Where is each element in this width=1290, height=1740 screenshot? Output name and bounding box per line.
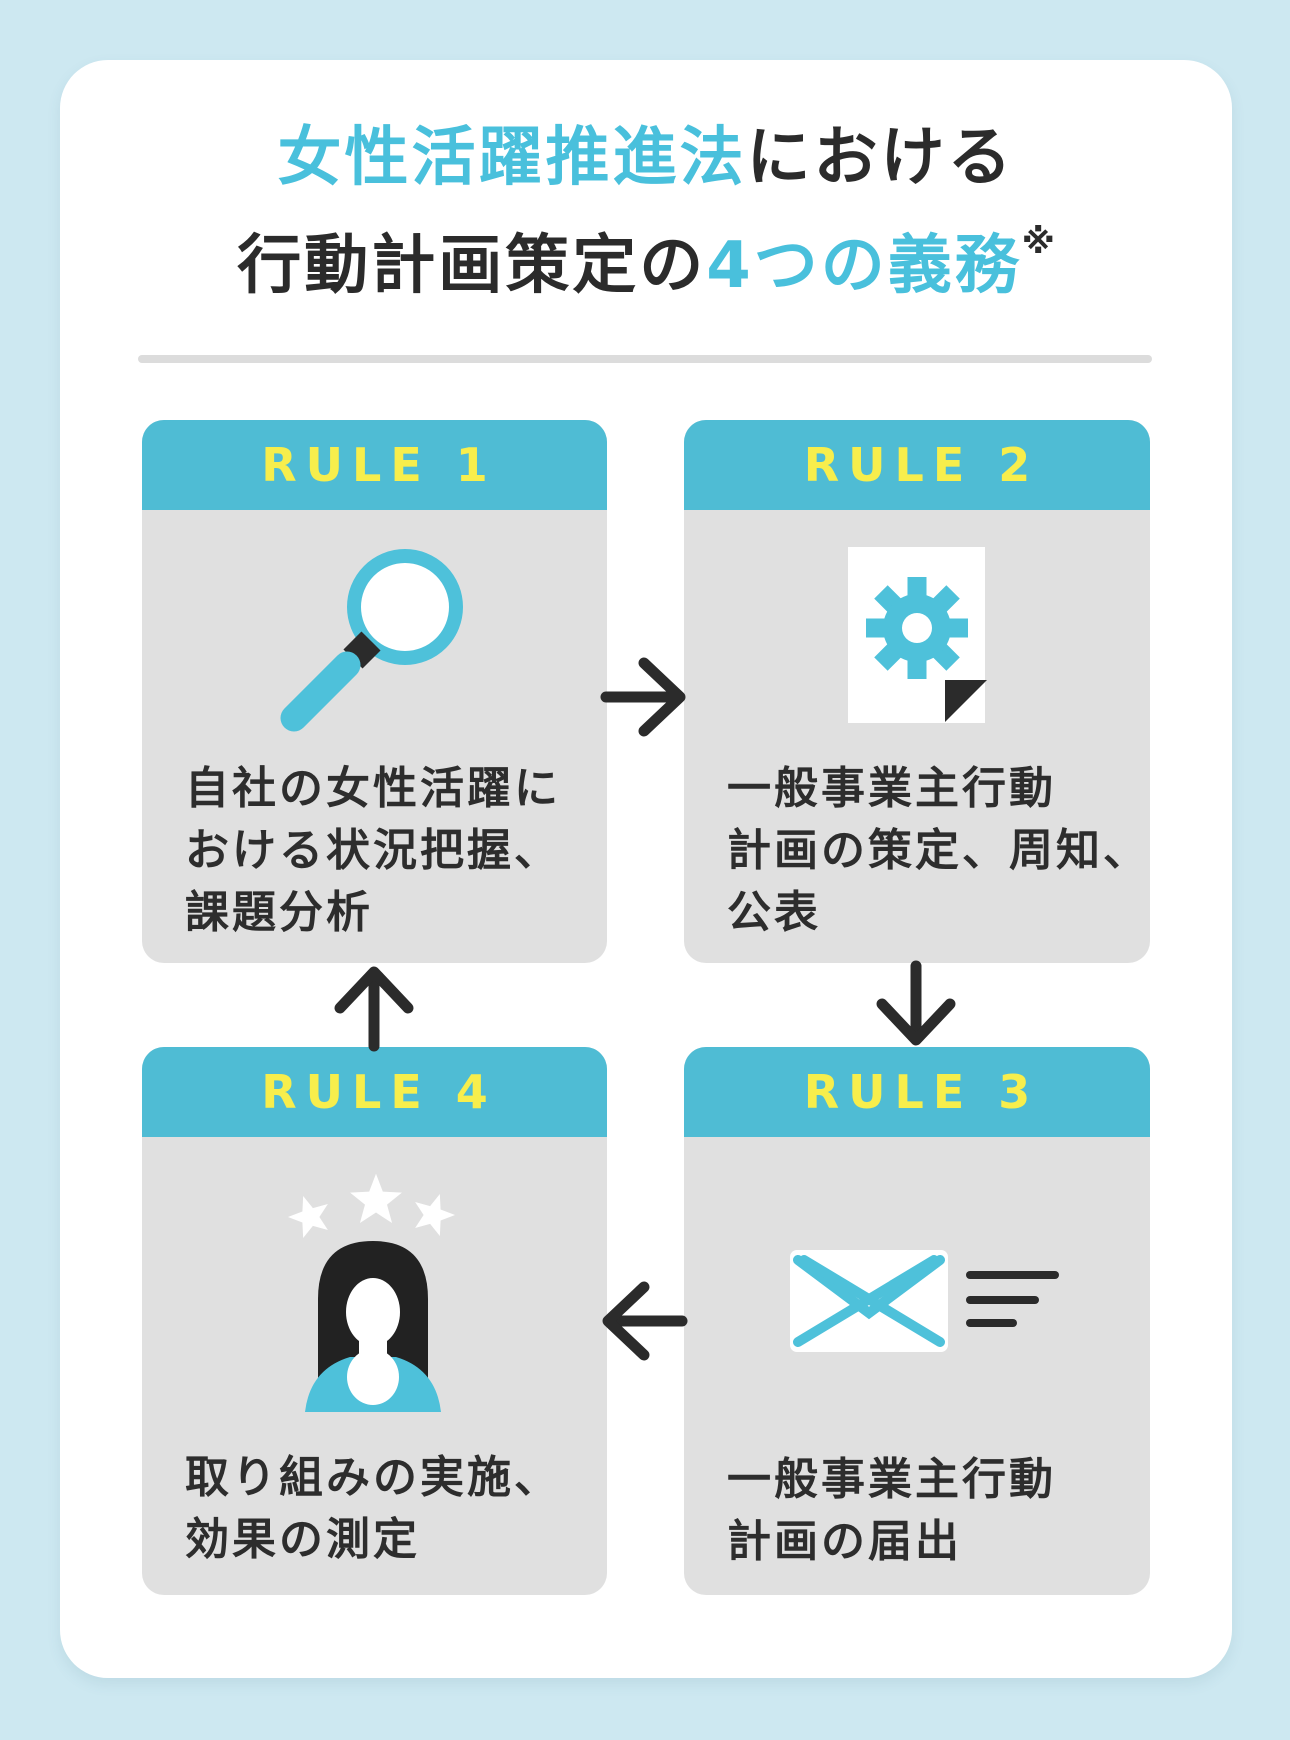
rule-3-header: RULE 3 <box>684 1047 1150 1137</box>
rule-4-card: RULE 4 取り組みの実施、 効果の測定 <box>142 1047 607 1595</box>
speed-lines-icon <box>966 1271 1059 1327</box>
rule-2-header: RULE 2 <box>684 420 1150 510</box>
gear-icon <box>866 577 968 679</box>
text-line: 効果の測定 <box>185 1514 420 1565</box>
text-line: 一般事業主行動 <box>727 1454 1056 1505</box>
rule-4-label: RULE 4 <box>261 1065 497 1119</box>
rule-3-card: RULE 3 一般事業主行動 計画の届出 <box>684 1047 1150 1595</box>
divider <box>138 355 1152 363</box>
text-line: 計画の策定、周知、 <box>727 825 1150 876</box>
text-line: おける状況把握、 <box>185 825 561 876</box>
text-line: 公表 <box>727 887 821 938</box>
rule-1-header: RULE 1 <box>142 420 607 510</box>
text-line: 一般事業主行動 <box>727 763 1056 814</box>
rule-4-text: 取り組みの実施、 効果の測定 <box>185 1447 561 1571</box>
title-plain-text: 行動計画策定の <box>237 229 707 303</box>
rule-1-card: RULE 1 自社の女性活躍に おける状況把握、 課題分析 <box>142 420 607 963</box>
rule-1-text: 自社の女性活躍に おける状況把握、 課題分析 <box>185 758 561 944</box>
rule-3-text: 一般事業主行動 計画の届出 <box>727 1449 1056 1573</box>
arrow-up-icon <box>334 966 414 1052</box>
arrow-left-icon <box>602 1281 688 1361</box>
rule-2-card: RULE 2 一般事業主行動 計画の策定、周知、 公表 <box>684 420 1150 963</box>
title-line-1: 女性活躍推進法における <box>60 116 1232 200</box>
title-accent-text: 女性活躍推進法 <box>277 121 747 195</box>
text-line: 取り組みの実施、 <box>185 1452 561 1503</box>
text-line: 計画の届出 <box>727 1516 962 1567</box>
arrow-right-icon <box>600 657 686 737</box>
arrow-down-icon <box>876 960 956 1046</box>
stars-icon <box>283 1173 460 1241</box>
footnote-mark: ※ <box>1021 222 1055 262</box>
rule-2-text: 一般事業主行動 計画の策定、周知、 公表 <box>727 758 1150 944</box>
title-line-2: 行動計画策定の4つの義務※ <box>60 200 1232 308</box>
title-plain-text: における <box>746 121 1015 195</box>
text-line: 課題分析 <box>185 887 373 938</box>
rule-4-header: RULE 4 <box>142 1047 607 1137</box>
rule-1-label: RULE 1 <box>261 438 497 492</box>
title-accent-text: 4つの義務 <box>706 229 1022 303</box>
text-line: 自社の女性活躍に <box>185 763 561 814</box>
rule-3-label: RULE 3 <box>803 1065 1040 1119</box>
page-title: 女性活躍推進法における 行動計画策定の4つの義務※ <box>60 116 1232 308</box>
rule-2-label: RULE 2 <box>803 438 1040 492</box>
